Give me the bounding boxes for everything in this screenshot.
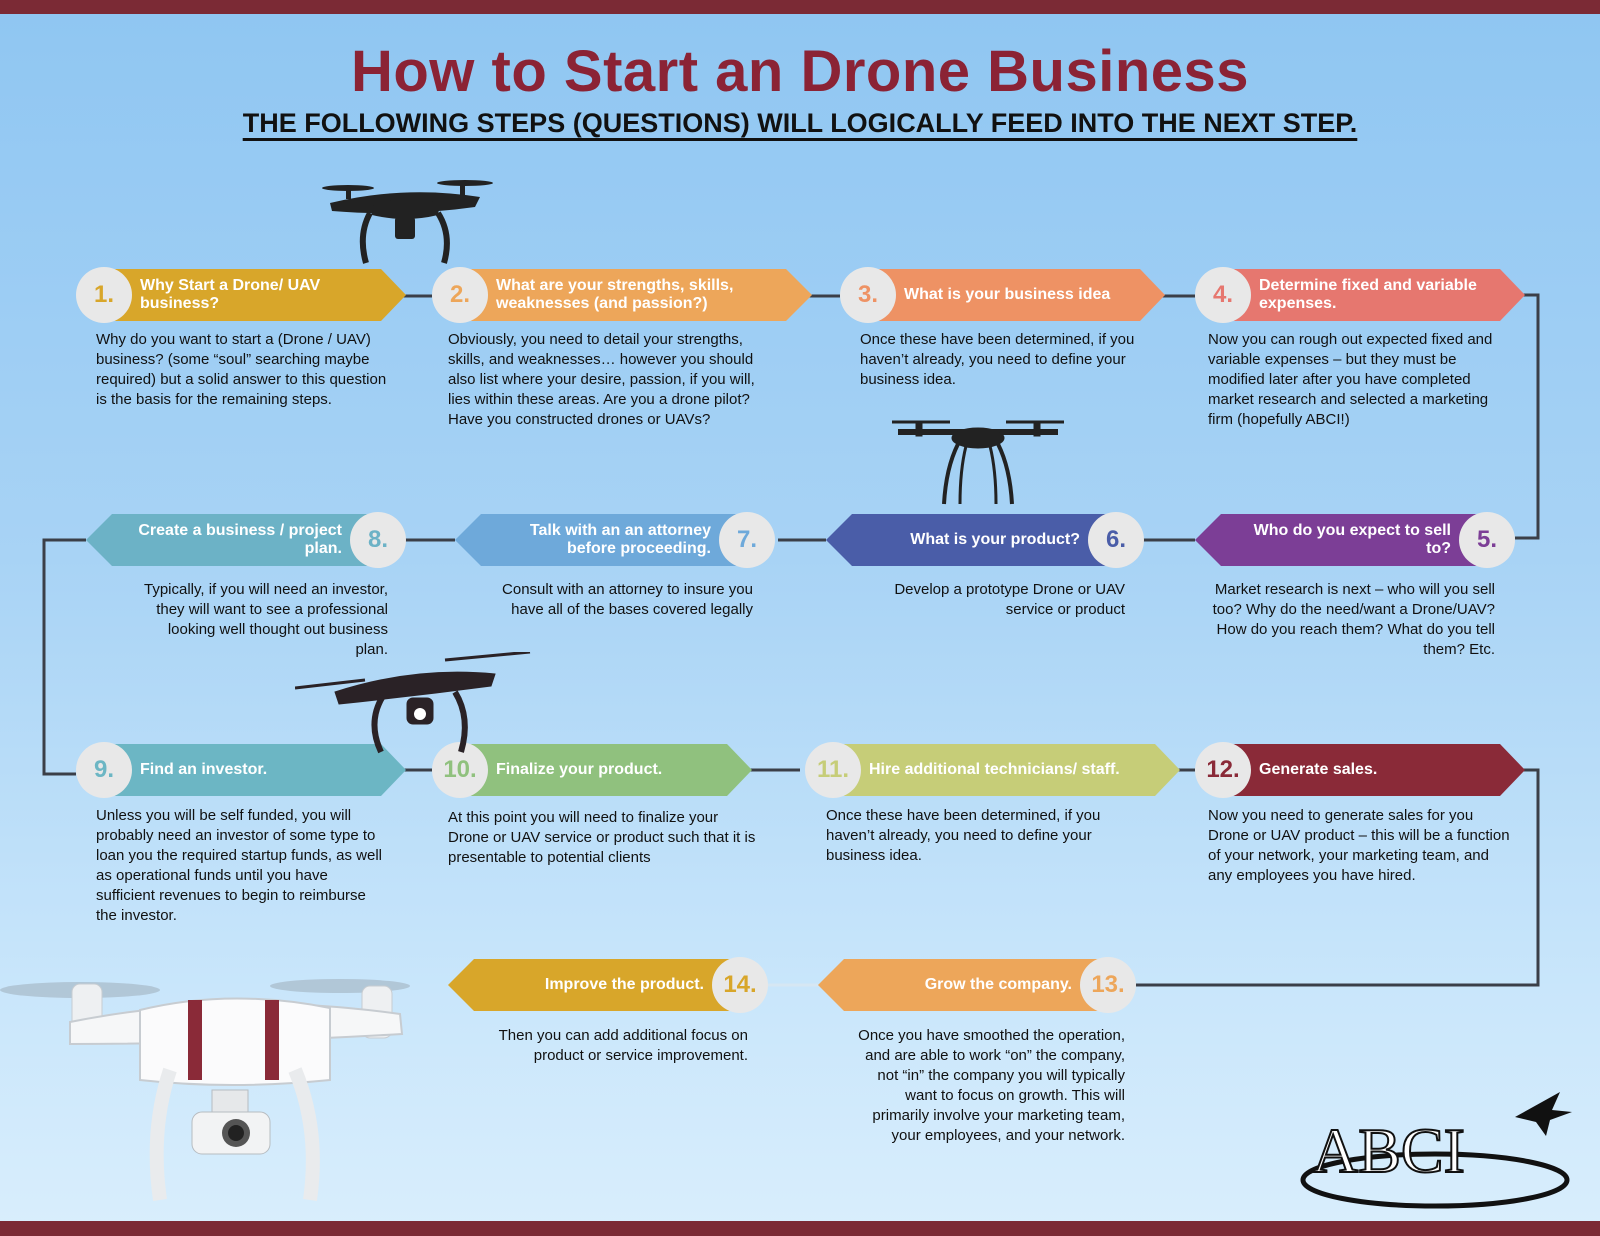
- step-4-description: Now you can rough out expected fixed and…: [1208, 331, 1493, 428]
- step-4-banner: 4. Determine fixed and variable expenses…: [1195, 267, 1525, 323]
- step-14-description: Then you can add additional focus on pro…: [498, 1027, 748, 1064]
- step-3-description: Once these have been determined, if you …: [860, 331, 1135, 388]
- step-8-number: 8.: [350, 512, 406, 568]
- step-2-title: What are your strengths, skills, weaknes…: [496, 277, 734, 312]
- step-1-banner: 1. Why Start a Drone/ UAV business?: [76, 267, 406, 323]
- step-5-arrow: [1195, 514, 1491, 566]
- step-8-title: Create a business / project plan.: [138, 522, 342, 557]
- step-11-banner: 11. Hire additional technicians/ staff.: [805, 742, 1180, 798]
- step-10-arrow: [456, 744, 752, 796]
- step-1-arrow: [100, 269, 406, 321]
- step-14-arrow: [448, 959, 744, 1011]
- step-9-number: 9.: [76, 742, 132, 798]
- step-13-title: Grow the company.: [924, 976, 1072, 993]
- step-11-number: 11.: [805, 742, 861, 798]
- step-1-title: Why Start a Drone/ UAV business?: [140, 277, 321, 312]
- step-11-title: Hire additional technicians/ staff.: [869, 761, 1120, 778]
- step-2-description: Obviously, you need to detail your stren…: [448, 331, 755, 428]
- step-7-banner: 7. Talk with an an attorney before proce…: [455, 512, 775, 568]
- step-5-description: Market research is next – who will you s…: [1212, 581, 1495, 658]
- step-2-banner: 2. What are your strengths, skills, weak…: [432, 267, 812, 323]
- step-11-description: Once these have been determined, if you …: [826, 807, 1101, 864]
- step-2-arrow: [456, 269, 812, 321]
- step-14-banner: 14. Improve the product.: [448, 957, 768, 1013]
- step-6-number: 6.: [1088, 512, 1144, 568]
- step-4-arrow: [1219, 269, 1525, 321]
- step-11-arrow: [829, 744, 1180, 796]
- step-6-description: Develop a prototype Drone or UAV service…: [894, 581, 1125, 618]
- step-12-arrow: [1219, 744, 1525, 796]
- step-10-title: Finalize your product.: [496, 761, 663, 778]
- drone-silhouette-lower: [295, 652, 531, 754]
- logo-text: ABCI: [1312, 1115, 1465, 1186]
- step-6-banner: 6. What is your product?: [826, 512, 1144, 568]
- step-7-description: Consult with an attorney to insure you h…: [502, 581, 753, 618]
- step-12-title: Generate sales.: [1259, 761, 1378, 778]
- step-6-title: What is your product?: [910, 531, 1080, 548]
- step-9-arrow: [100, 744, 406, 796]
- page-title: How to Start an Drone Business: [350, 39, 1250, 104]
- step-5-title: Who do you expect to sell to?: [1253, 522, 1451, 557]
- step-3-banner: 3. What is your business idea: [840, 267, 1165, 323]
- page-subtitle: THE FOLLOWING STEPS (QUESTIONS) WILL LOG…: [242, 108, 1358, 138]
- step-7-arrow: [455, 514, 751, 566]
- step-10-description: At this point you will need to finalize …: [448, 809, 756, 866]
- step-9-banner: 9. Find an investor.: [76, 742, 406, 798]
- step-10-banner: 10. Finalize your product.: [432, 742, 752, 798]
- step-3-arrow: [864, 269, 1165, 321]
- step-4-number: 4.: [1195, 267, 1251, 323]
- step-14-number: 14.: [712, 957, 768, 1013]
- step-14-title: Improve the product.: [544, 976, 704, 993]
- step-12-number: 12.: [1195, 742, 1251, 798]
- top-band: [0, 0, 1600, 14]
- step-3-title: What is your business idea: [904, 286, 1111, 303]
- step-3-number: 3.: [840, 267, 896, 323]
- step-5-banner: 5. Who do you expect to sell to?: [1195, 512, 1515, 568]
- drone-silhouette-top: [322, 180, 493, 264]
- step-1-description: Why do you want to start a (Drone / UAV)…: [96, 331, 387, 408]
- bottom-band: [0, 1221, 1600, 1236]
- step-8-banner: 8. Create a business / project plan.: [86, 512, 406, 568]
- abci-logo: ABCI: [1300, 1092, 1572, 1209]
- drone-silhouette-middle: [892, 420, 1064, 505]
- white-drone-illustration: [0, 979, 410, 1201]
- airplane-icon: [1515, 1092, 1572, 1136]
- step-13-banner: 13. Grow the company.: [818, 957, 1136, 1013]
- step-5-number: 5.: [1459, 512, 1515, 568]
- step-13-number: 13.: [1080, 957, 1136, 1013]
- step-4-title: Determine fixed and variable expenses.: [1259, 277, 1477, 312]
- step-13-arrow: [818, 959, 1112, 1011]
- step-13-description: Once you have smoothed the operation, an…: [858, 1027, 1125, 1144]
- step-8-arrow: [86, 514, 382, 566]
- step-9-title: Find an investor.: [140, 761, 268, 778]
- step-7-number: 7.: [719, 512, 775, 568]
- step-12-banner: 12. Generate sales.: [1195, 742, 1525, 798]
- step-2-number: 2.: [432, 267, 488, 323]
- step-8-description: Typically, if you will need an investor,…: [143, 581, 388, 658]
- step-7-title: Talk with an an attorney before proceedi…: [529, 522, 711, 557]
- step-6-arrow: [826, 514, 1120, 566]
- step-12-description: Now you need to generate sales for you D…: [1208, 807, 1510, 884]
- step-9-description: Unless you will be self funded, you will…: [96, 807, 383, 924]
- step-1-number: 1.: [76, 267, 132, 323]
